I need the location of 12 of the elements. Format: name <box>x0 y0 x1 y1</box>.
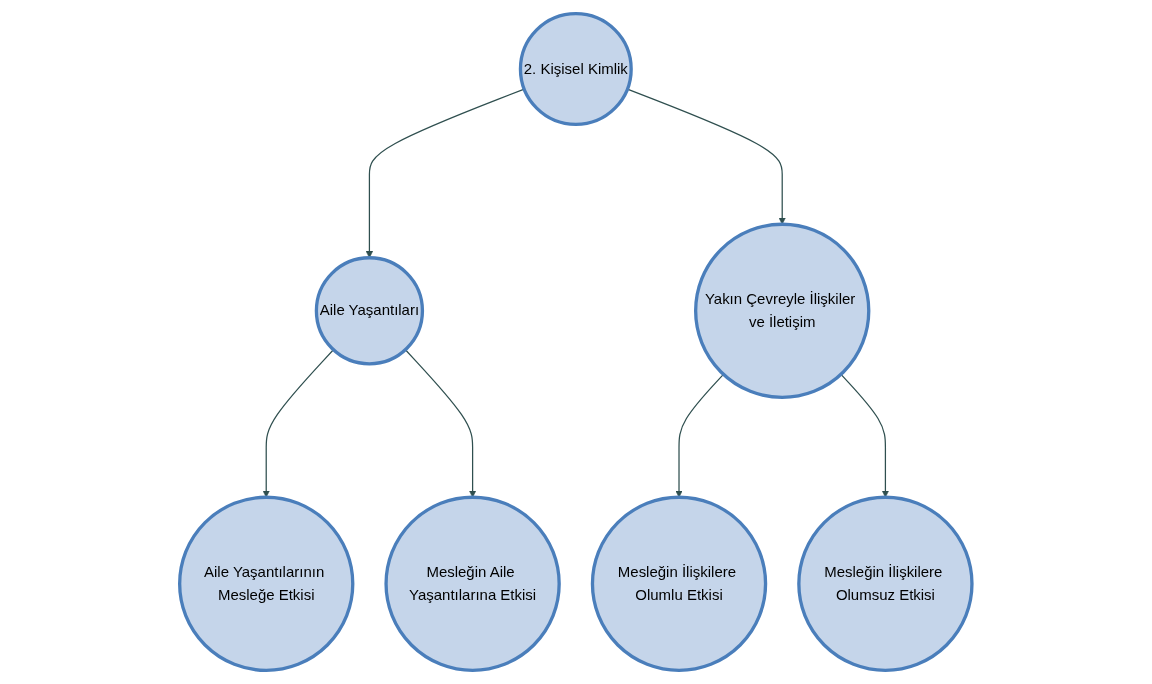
arrow <box>262 349 335 498</box>
node-circle: Aile Yaşantılarının Mesleğe Etkisi <box>178 495 355 672</box>
node-circle: Aile Yaşantıları <box>314 256 425 366</box>
arrow <box>840 373 890 498</box>
node-circle: Mesleğin İlişkilere Olumlu Etkisi <box>590 495 768 672</box>
node-circle: 2. Kişisel Kimlik <box>518 12 634 127</box>
arrow <box>675 373 725 498</box>
arrow <box>626 88 787 225</box>
arrow <box>405 349 477 498</box>
node-circle: Yakın Çevreyle İlişkiler ve İletişim <box>694 222 871 399</box>
node-circle: Mesleğin İlişkilere Olumsuz Etkisi <box>797 495 974 672</box>
node-circle: Mesleğin Aile Yaşantılarına Etkisi <box>384 495 562 672</box>
